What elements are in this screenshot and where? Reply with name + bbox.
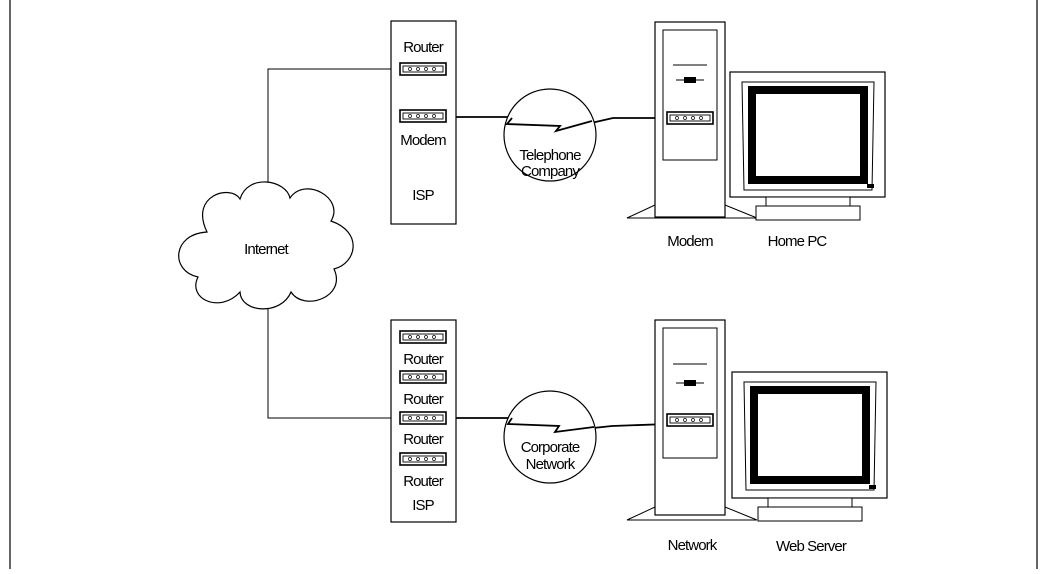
bottom-router1-port-icon — [399, 330, 447, 344]
bottom-router2-port-icon — [399, 370, 447, 384]
top-tower-port-icon — [666, 111, 714, 125]
corporate-label-line2: Network — [526, 456, 576, 473]
top-isp-box: Router Modem ISP — [390, 20, 457, 225]
bottom-router3-port-icon — [399, 411, 447, 425]
home-pc-label: Home PC — [768, 233, 828, 250]
bottom-router1-label: Router — [403, 351, 444, 368]
web-server-monitor-icon: Web Server — [731, 371, 888, 555]
top-router-label: Router — [403, 39, 444, 56]
telephone-company-circle: Telephone Company — [503, 88, 597, 182]
telephone-label-line1: Telephone — [519, 147, 581, 164]
bottom-isp-box: Router Router Router Router ISP — [390, 319, 457, 523]
top-isp-label: ISP — [412, 187, 434, 204]
top-router-port-icon — [399, 62, 447, 76]
internet-to-top-router-line — [267, 68, 401, 198]
internet-cloud: Internet — [178, 181, 354, 310]
telephone-label-line2: Company — [521, 163, 580, 180]
bottom-router4-port-icon — [399, 452, 447, 466]
corporate-label-line1: Corporate — [521, 439, 580, 456]
top-modem-label: Modem — [400, 132, 446, 149]
bottom-router3-label: Router — [403, 431, 444, 448]
bottom-router4-label: Router — [403, 473, 444, 490]
bottom-tower-label: Network — [668, 537, 718, 554]
top-tower-computer: Modem — [626, 21, 758, 250]
corporate-network-circle: Corporate Network — [503, 390, 597, 484]
bottom-tower-computer: Network — [626, 319, 758, 554]
top-modem-port-icon — [399, 109, 447, 123]
internet-to-bottom-router-line — [267, 299, 400, 419]
home-pc-monitor-icon: Home PC — [729, 71, 886, 250]
bottom-isp-label: ISP — [412, 497, 434, 514]
bottom-tower-port-icon — [666, 413, 714, 427]
bottom-router2-label: Router — [403, 391, 444, 408]
top-tower-label: Modem — [667, 233, 713, 250]
internet-label: Internet — [244, 241, 289, 258]
web-server-label: Web Server — [776, 538, 847, 555]
